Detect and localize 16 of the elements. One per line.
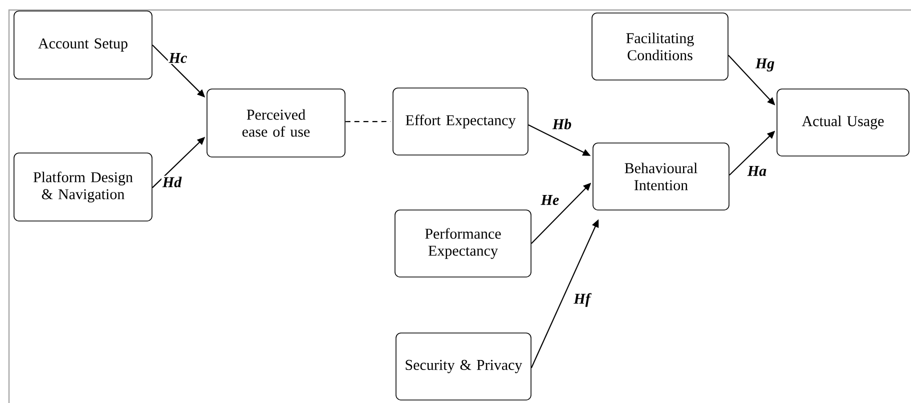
process-box: Facilitating Conditions — [592, 12, 728, 80]
edge-label: Hc — [168, 52, 188, 64]
edge-label: Hg — [754, 57, 776, 72]
process-box: Security & Privacy — [396, 332, 532, 400]
process-box: Actual Usage — [776, 88, 910, 156]
process-box: Perceived ease of use — [206, 88, 346, 158]
edge-label: Hb — [551, 118, 573, 130]
edge-label: Hf — [572, 292, 592, 308]
edge-label: Hd — [161, 176, 183, 188]
process-box: Performance Expectancy — [394, 210, 532, 278]
process-box: Account Setup — [14, 10, 152, 80]
process-box: Platform Design & Navigation — [14, 152, 152, 222]
edge-label: He — [540, 194, 560, 206]
process-box: Effort Expectancy — [392, 88, 528, 156]
edge-label: Ha — [746, 165, 768, 177]
process-box: Behavioural Intention — [592, 142, 730, 210]
